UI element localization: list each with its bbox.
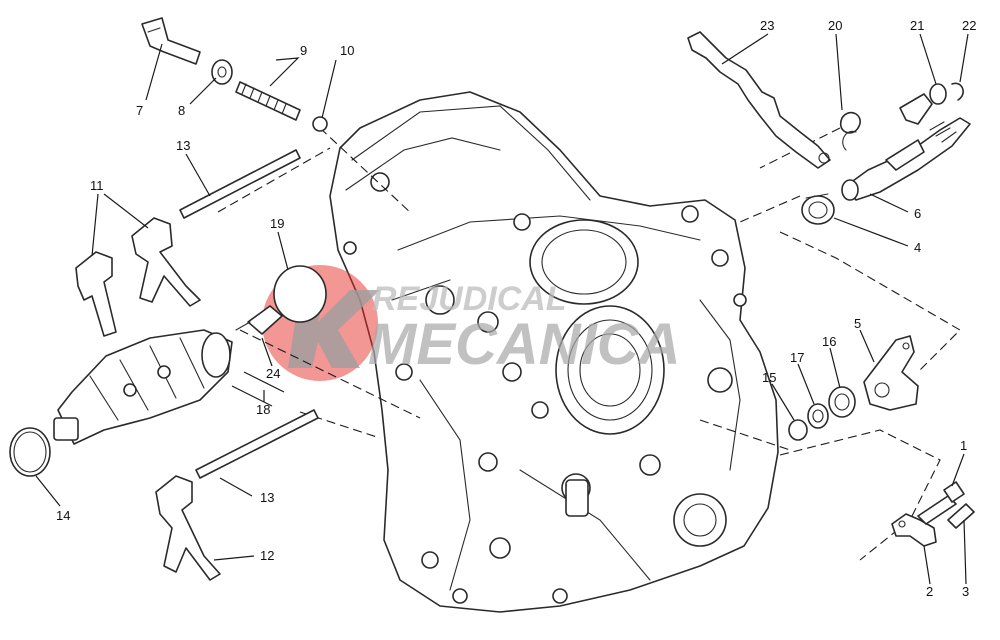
callout-15: 15 — [762, 370, 776, 385]
watermark-text-top: REJUDICAL — [372, 280, 567, 318]
callout-14: 14 — [56, 508, 70, 523]
callout-10: 10 — [340, 43, 354, 58]
shift-fork-12 — [155, 475, 221, 581]
plate-5 — [863, 335, 919, 411]
selector-plate-23 — [687, 31, 831, 169]
callout-23: 23 — [760, 18, 774, 33]
callout-17: 17 — [790, 350, 804, 365]
callout-5: 5 — [854, 316, 861, 331]
selector-shaft-6 — [841, 93, 971, 201]
callout-labels: 7 8 9 10 13 11 19 24 18 13 14 12 23 20 2… — [56, 18, 976, 599]
circlip-22 — [951, 82, 964, 101]
washer-21 — [929, 83, 947, 105]
crankcase-half — [329, 91, 779, 613]
spring-20 — [839, 111, 861, 151]
callout-4: 4 — [914, 240, 921, 255]
callout-9: 9 — [300, 43, 307, 58]
callout-12: 12 — [260, 548, 274, 563]
callout-24: 24 — [266, 366, 280, 381]
pin-19 — [235, 265, 327, 335]
callout-13-top: 13 — [176, 138, 190, 153]
watermark: REJUDICAL MECANICA — [262, 265, 681, 381]
callout-21: 21 — [910, 18, 924, 33]
bolt-7 — [141, 17, 201, 65]
callout-3: 3 — [962, 584, 969, 599]
callout-7: 7 — [136, 103, 143, 118]
callout-11: 11 — [90, 178, 104, 193]
shift-drum — [53, 329, 233, 445]
spring-9 — [235, 81, 301, 121]
washer-8 — [211, 59, 233, 85]
circlip-15 — [788, 419, 808, 441]
callout-18: 18 — [256, 402, 270, 417]
washer-17 — [807, 403, 829, 429]
leader-lines — [35, 33, 969, 585]
callout-13-bottom: 13 — [260, 490, 274, 505]
oil-seal-16 — [828, 386, 856, 418]
callout-20: 20 — [828, 18, 842, 33]
callout-19: 19 — [270, 216, 284, 231]
callout-22: 22 — [962, 18, 976, 33]
fork-shafts — [179, 149, 319, 479]
watermark-text-bottom: MECANICA — [368, 312, 681, 377]
spring-4 — [801, 193, 835, 225]
pin-24 — [231, 371, 285, 407]
o-ring-14 — [9, 427, 51, 477]
callout-8: 8 — [178, 103, 185, 118]
shift-forks-11 — [75, 217, 201, 337]
ball-10 — [312, 116, 328, 132]
callout-2: 2 — [926, 584, 933, 599]
bracket-2 — [891, 513, 937, 547]
assembly-lines — [217, 127, 961, 561]
bolt-3 — [947, 503, 975, 529]
callout-16: 16 — [822, 334, 836, 349]
callout-1: 1 — [960, 438, 967, 453]
callout-6: 6 — [914, 206, 921, 221]
